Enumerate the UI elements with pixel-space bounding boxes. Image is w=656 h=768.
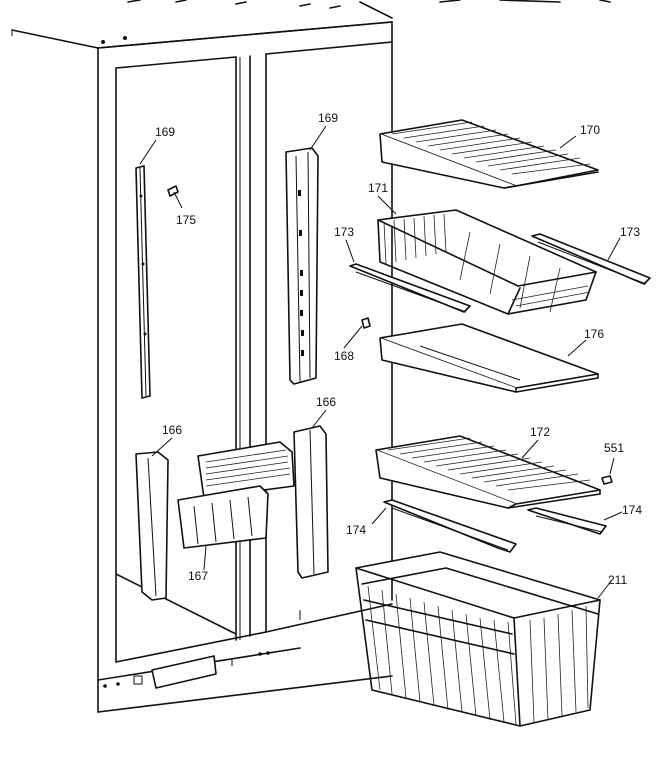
label-169-right: 169 — [318, 111, 338, 125]
part-176-shelf-frame — [379, 323, 599, 393]
part-211-freezer-basket — [355, 551, 601, 727]
label-170: 170 — [580, 123, 600, 137]
part-170-freezer-shelf — [379, 119, 599, 189]
part-166-left-cover — [135, 451, 169, 601]
part-175-screw — [167, 185, 183, 209]
label-172: 172 — [530, 425, 550, 439]
part-169-left-shelf-rail — [135, 165, 151, 399]
part-166-right-cover — [293, 425, 329, 579]
label-166-left: 166 — [162, 423, 182, 437]
part-169-right-shelf-rail — [285, 147, 319, 385]
label-174-right: 174 — [622, 503, 642, 517]
label-173-right: 173 — [620, 225, 640, 239]
label-171: 171 — [368, 181, 388, 195]
part-174-left-drawer-slide — [383, 499, 517, 553]
label-551: 551 — [604, 441, 624, 455]
label-174-left: 174 — [346, 523, 366, 537]
part-167-control-housing — [177, 441, 295, 571]
part-171-wire-basket — [377, 209, 597, 315]
part-173-right-slide-rail — [531, 233, 651, 285]
part-174-right-drawer-slide — [527, 507, 607, 535]
label-176: 176 — [584, 327, 604, 341]
label-168: 168 — [334, 349, 354, 363]
part-551-screw — [601, 475, 613, 485]
label-211: 211 — [608, 573, 627, 587]
part-173-left-slide-rail — [349, 263, 471, 313]
label-166-right: 166 — [316, 395, 336, 409]
label-173-left: 173 — [334, 225, 354, 239]
part-172-refrigerator-shelf — [375, 435, 601, 509]
part-168-clip — [361, 317, 371, 329]
label-175: 175 — [176, 213, 196, 227]
label-167: 167 — [188, 569, 208, 583]
label-169-left: 169 — [155, 125, 175, 139]
